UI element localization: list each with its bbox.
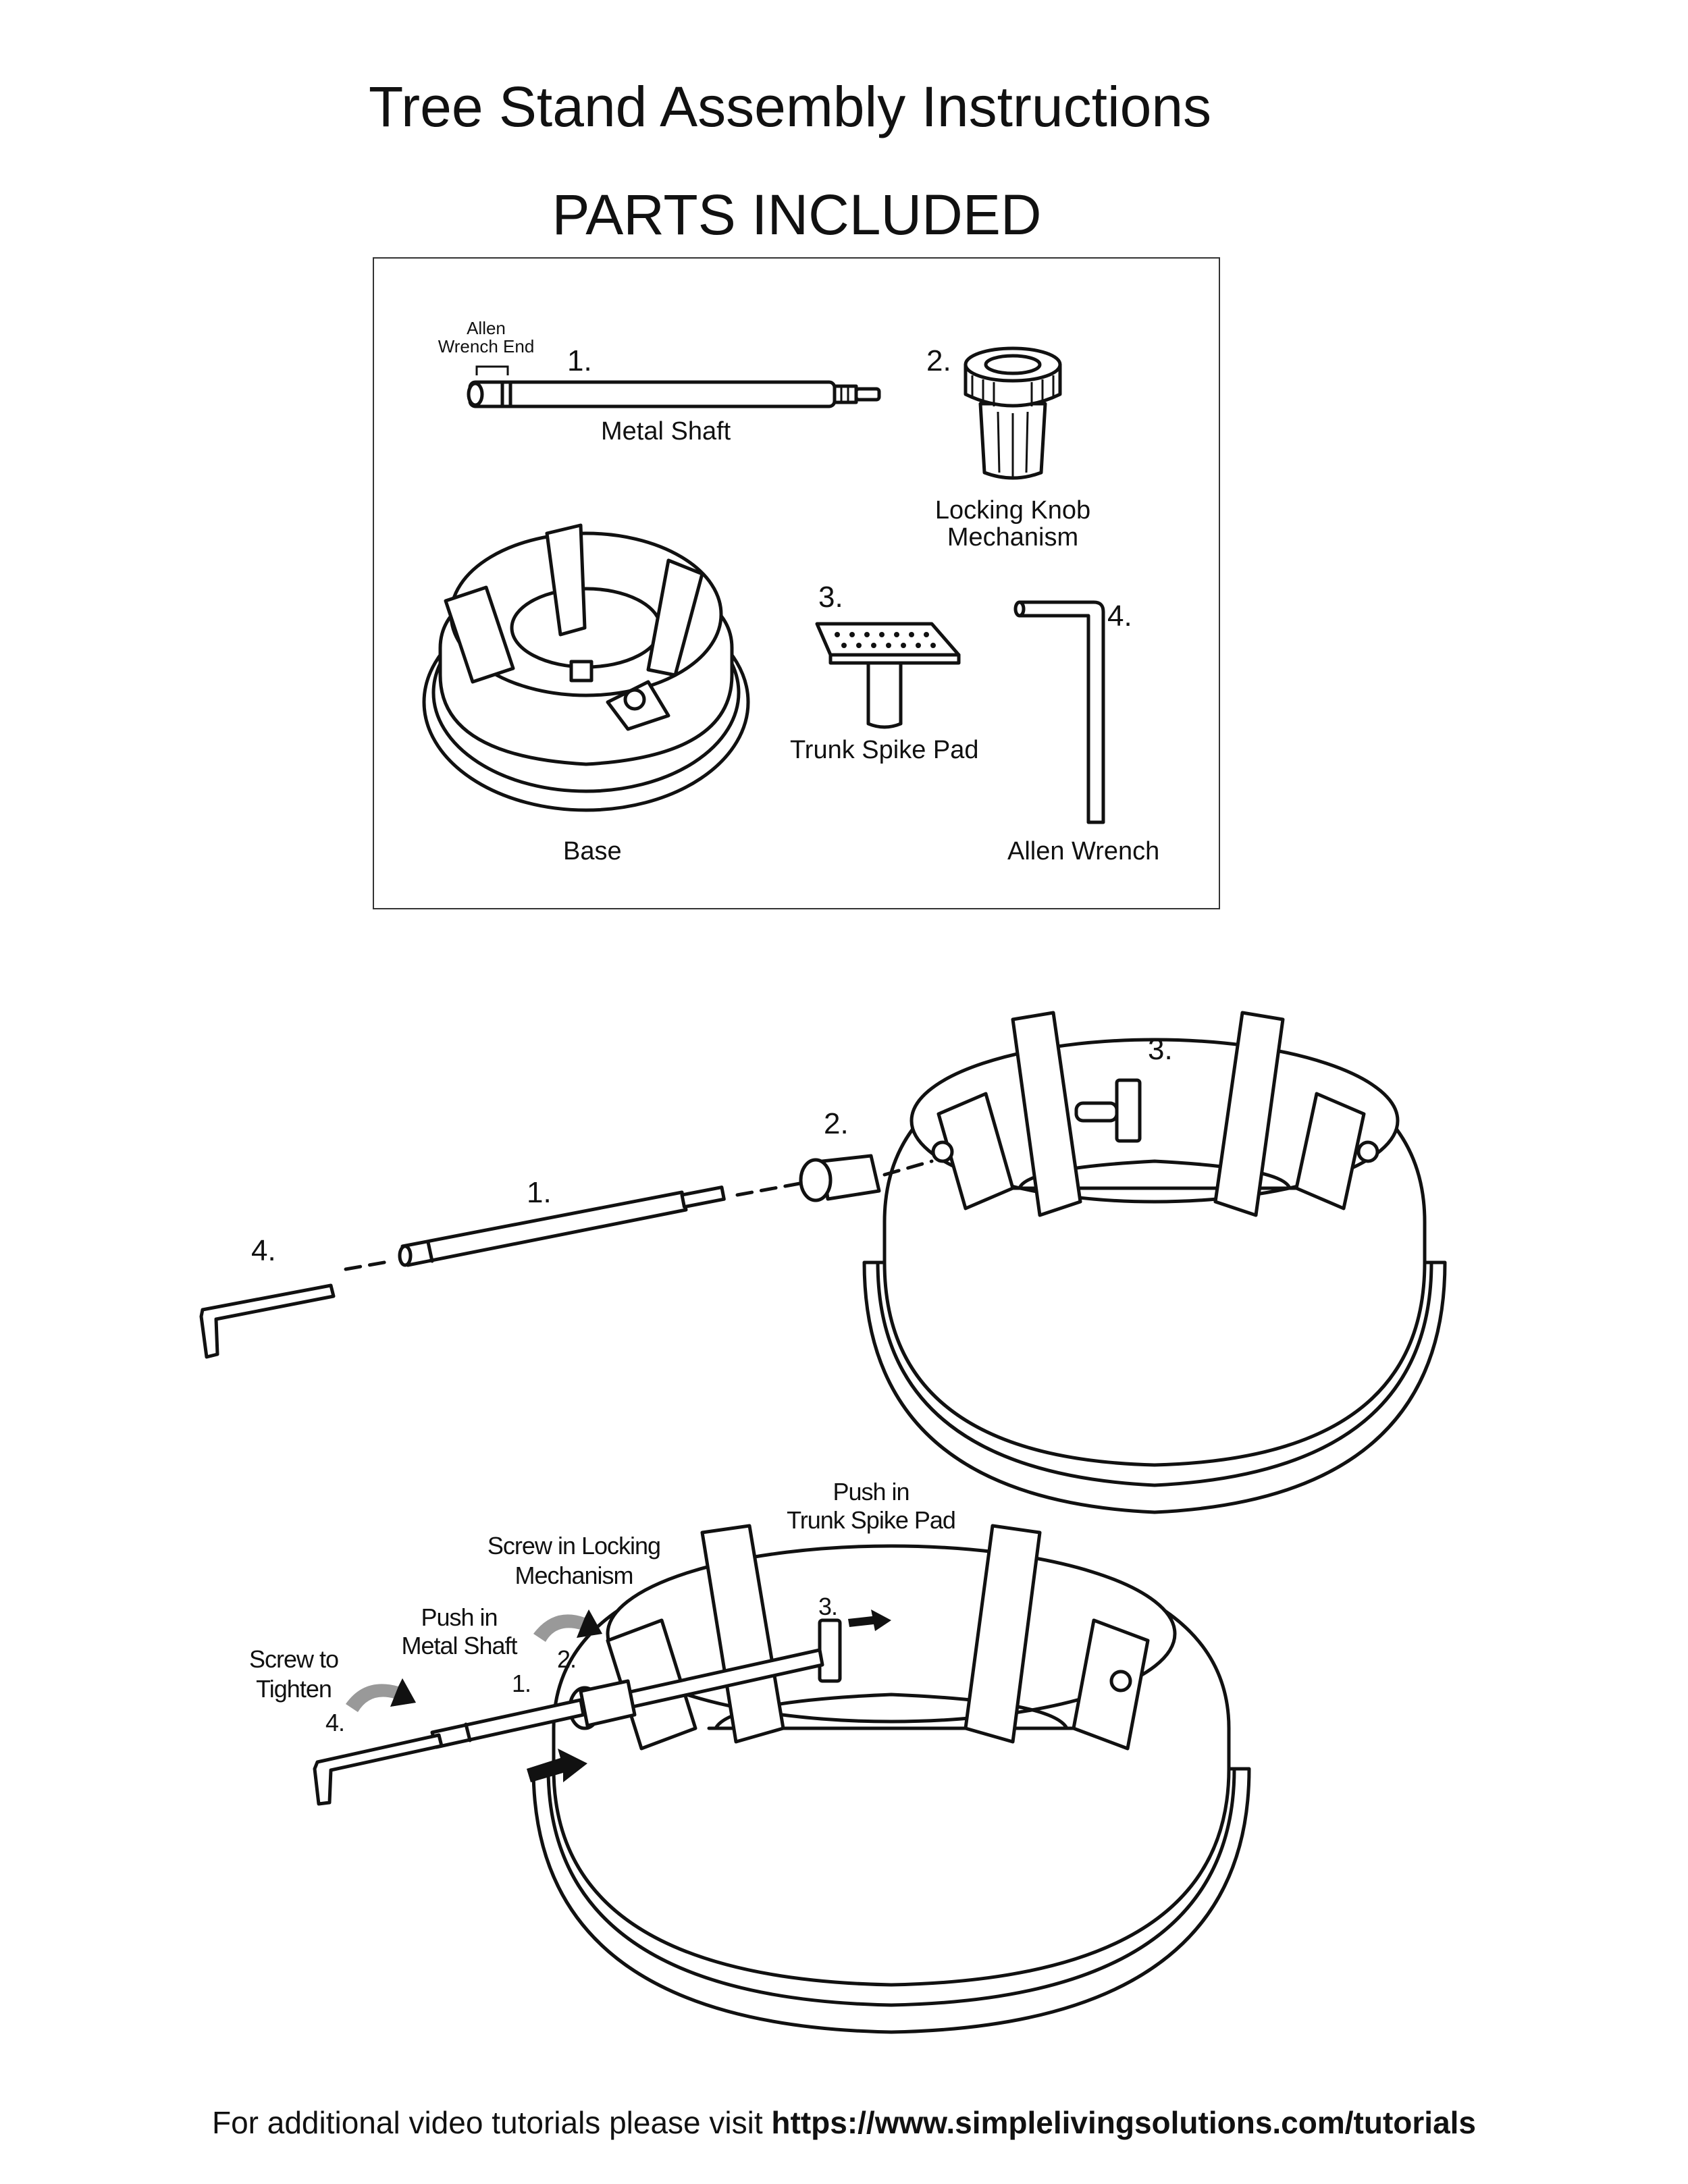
locking-knob-label-line2: Mechanism bbox=[947, 523, 1079, 552]
assembled-number-2: 2. bbox=[557, 1645, 577, 1673]
exploded-number-3: 3. bbox=[1148, 1033, 1173, 1066]
metal-shaft-illustration bbox=[467, 365, 881, 408]
parts-included-box bbox=[373, 257, 1220, 909]
screw-to-tighten-callout-line1: Screw to bbox=[248, 1645, 339, 1673]
exploded-number-1: 1. bbox=[527, 1176, 552, 1209]
assembled-number-1: 1. bbox=[512, 1670, 531, 1697]
section-title-parts-included: PARTS INCLUDED bbox=[552, 183, 1042, 246]
trunk-spike-pad-illustration bbox=[815, 622, 961, 729]
base-label: Base bbox=[563, 837, 622, 865]
allen-wrench-end-label-line1: Allen bbox=[467, 318, 506, 338]
screw-locking-mechanism-callout-line2: Mechanism bbox=[515, 1562, 633, 1589]
footer-note: For additional video tutorials please vi… bbox=[0, 2104, 1688, 2141]
exploded-number-2: 2. bbox=[824, 1107, 849, 1140]
allen-wrench-end-label-line2: Wrench End bbox=[438, 336, 535, 356]
metal-shaft-label: Metal Shaft bbox=[601, 417, 731, 446]
push-metal-shaft-callout-line1: Push in bbox=[421, 1603, 498, 1631]
assembled-number-4: 4. bbox=[325, 1709, 345, 1736]
trunk-spike-pad-label: Trunk Spike Pad bbox=[790, 736, 979, 764]
assembled-view-illustration bbox=[313, 1524, 1251, 2034]
locking-knob-label-line1: Locking Knob bbox=[934, 496, 1091, 525]
tutorials-link[interactable]: https://www.simplelivingsolutions.com/tu… bbox=[771, 2105, 1477, 2140]
screw-to-tighten-callout-line2: Tighten bbox=[256, 1675, 332, 1703]
allen-wrench-label: Allen Wrench bbox=[1007, 837, 1160, 865]
push-metal-shaft-callout-line2: Metal Shaft bbox=[401, 1632, 517, 1659]
footer-text: For additional video tutorials please vi… bbox=[211, 2105, 772, 2140]
exploded-view-illustration bbox=[199, 1011, 1447, 1514]
allen-wrench-illustration bbox=[1013, 600, 1105, 824]
exploded-number-4: 4. bbox=[251, 1234, 276, 1267]
base-illustration bbox=[422, 523, 750, 812]
page-title: Tree Stand Assembly Instructions bbox=[368, 75, 1212, 138]
locking-knob-illustration bbox=[964, 346, 1062, 480]
allen-wrench-number: 4. bbox=[1107, 600, 1132, 633]
push-trunk-spike-pad-callout-line1: Push in bbox=[833, 1478, 909, 1506]
assembled-number-3: 3. bbox=[818, 1593, 838, 1620]
trunk-spike-pad-number: 3. bbox=[818, 581, 843, 614]
push-trunk-spike-pad-callout-line2: Trunk Spike Pad bbox=[787, 1506, 956, 1534]
shaft-number: 1. bbox=[567, 344, 592, 377]
locking-knob-number: 2. bbox=[926, 344, 951, 377]
screw-locking-mechanism-callout-line1: Screw in Locking bbox=[487, 1532, 661, 1560]
